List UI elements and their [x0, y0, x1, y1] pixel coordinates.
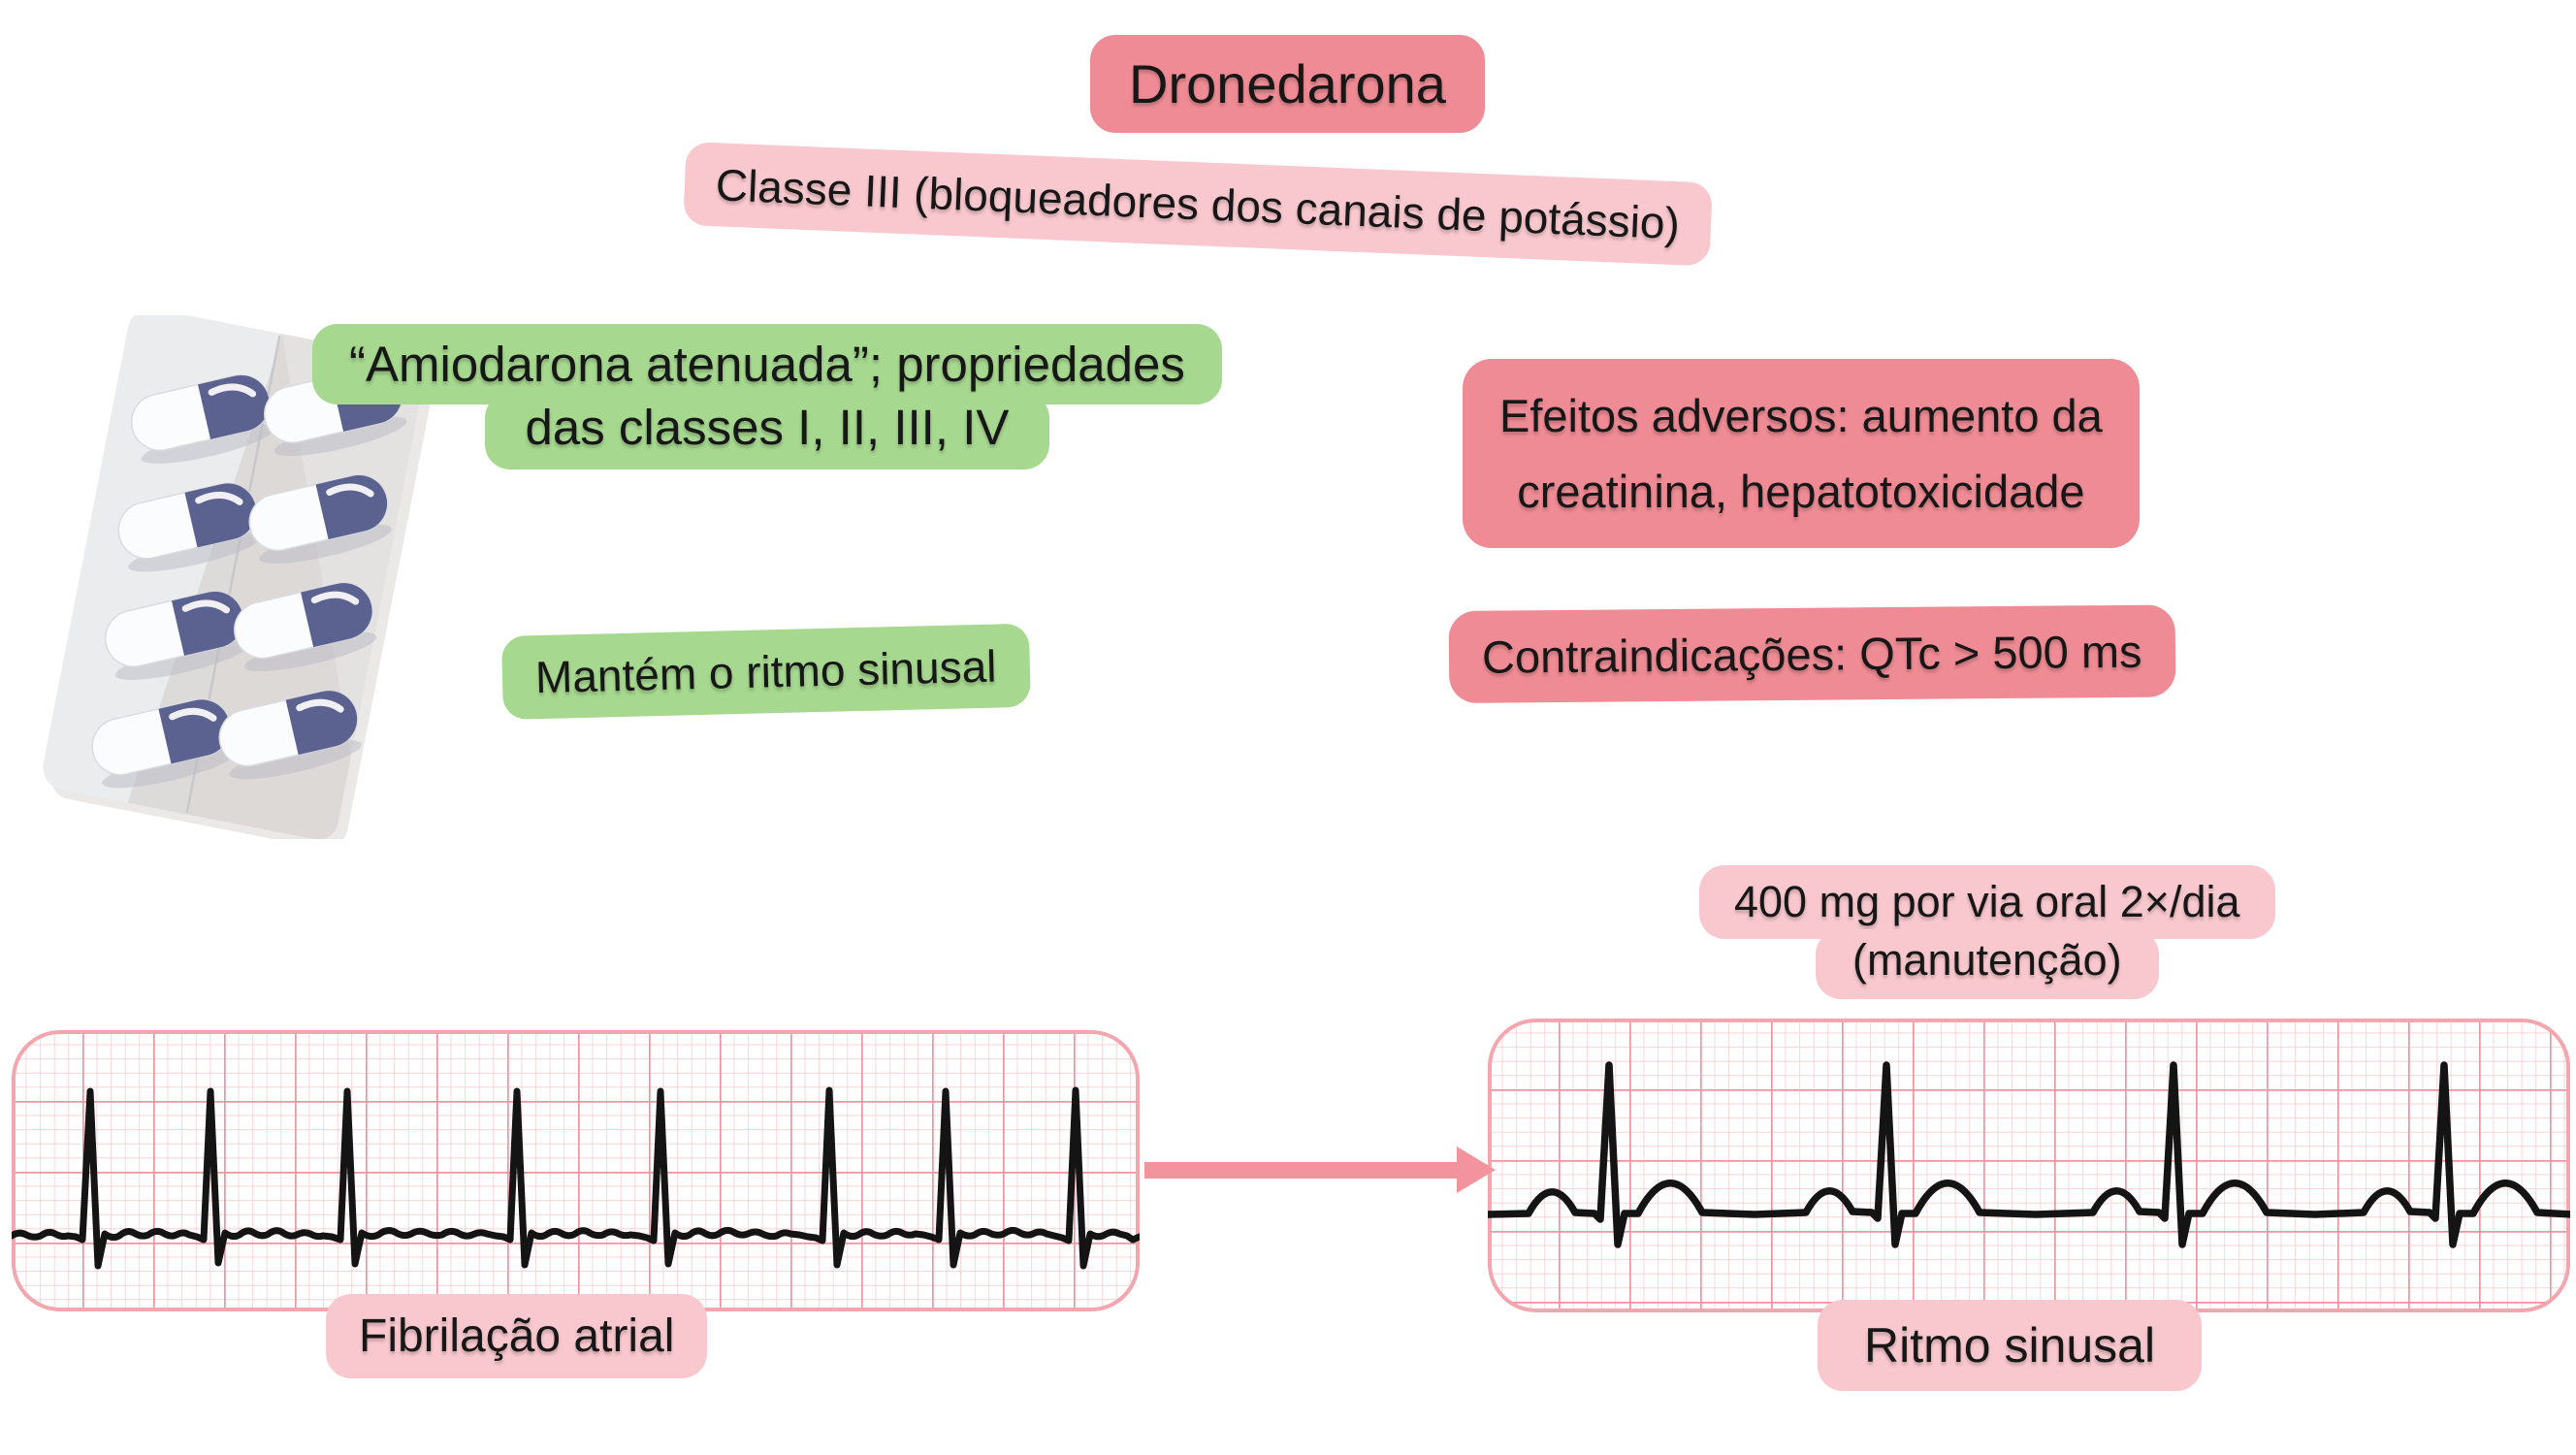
pill-blister-pack-icon [43, 308, 433, 849]
note-benefit: Mantém o ritmo sinusal [500, 623, 1031, 720]
ecg-waveform-sinus [1488, 1061, 2570, 1248]
subtitle-banner: Classe III (bloqueadores dos canais de p… [683, 142, 1713, 267]
arrow-right-icon [1144, 1147, 1496, 1193]
note-adverse-line2: creatinina, hepatotoxicidade [1517, 465, 2085, 517]
note-mechanism: “Amiodarona atenuada”; propriedades das … [312, 324, 1222, 469]
ecg-waveform-afib [12, 1086, 1140, 1270]
ecg-label-sinus-rhythm: Ritmo sinusal [1818, 1300, 2203, 1391]
ecg-strip-sinus-rhythm [1488, 1018, 2570, 1312]
note-dose: 400 mg por via oral 2×/dia (manutenção) [1699, 865, 2275, 999]
note-mechanism-line2: das classes I, II, III, IV [484, 393, 1050, 469]
transition-arrow [1144, 1147, 1496, 1198]
note-contraindication: Contraindicações: QTc > 500 ms [1448, 604, 2175, 703]
blister-pack-illustration [10, 308, 466, 849]
note-adverse-effects: Efeitos adversos: aumento da creatinina,… [1463, 359, 2140, 549]
note-dose-line1: 400 mg por via oral 2×/dia [1699, 865, 2275, 939]
note-adverse-line1: Efeitos adversos: aumento da [1499, 390, 2103, 441]
page-title: Dronedarona [1090, 35, 1485, 133]
ecg-label-atrial-fibrillation: Fibrilação atrial [326, 1294, 708, 1378]
ecg-strip-atrial-fibrillation [12, 1030, 1140, 1311]
note-dose-line2: (manutenção) [1815, 929, 2159, 999]
note-mechanism-line1: “Amiodarona atenuada”; propriedades [312, 324, 1222, 404]
